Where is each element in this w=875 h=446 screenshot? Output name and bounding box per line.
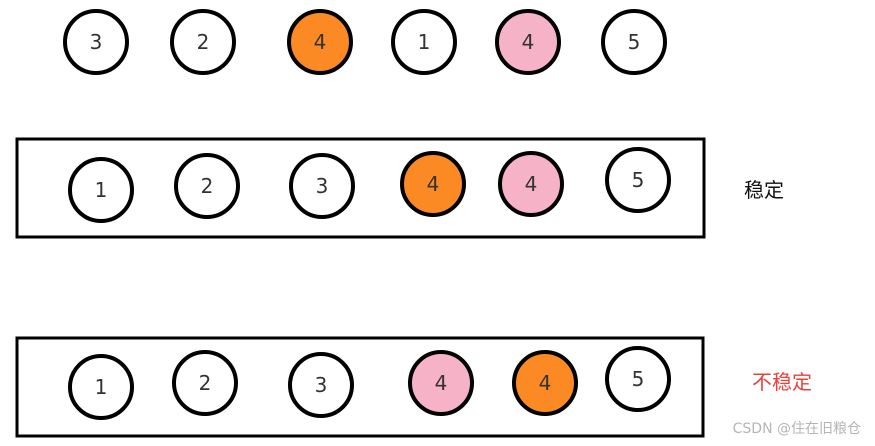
node-circle (63, 9, 129, 75)
node-label: 3 (315, 373, 328, 397)
node-circle (601, 9, 667, 75)
node-circle (400, 151, 466, 217)
node-label: 4 (522, 30, 535, 54)
node-circle (174, 153, 240, 219)
node-circle (287, 9, 353, 75)
node-circle (289, 153, 355, 219)
node-label: 4 (435, 371, 448, 395)
node-circle (170, 9, 236, 75)
node-label: 5 (628, 30, 641, 54)
node-label: 4 (314, 30, 327, 54)
node-circle (391, 9, 457, 75)
node-circle (605, 346, 671, 412)
unstable-label: 不稳定 (752, 370, 812, 394)
node-label: 4 (525, 172, 538, 196)
node-label: 5 (632, 367, 645, 391)
node-label: 2 (199, 371, 212, 395)
node-label: 4 (539, 371, 552, 395)
row-box-stable (15, 137, 706, 239)
node-circle (68, 157, 134, 223)
node-label: 2 (197, 30, 210, 54)
node-circle (512, 350, 578, 416)
node-label: 1 (418, 30, 431, 54)
node-circle (68, 354, 134, 420)
node-label: 5 (632, 168, 645, 192)
node-circle (172, 350, 238, 416)
row-stable: 1 2 3 4 4 5 (15, 137, 706, 239)
node-circle (605, 147, 671, 213)
row-box-unstable (15, 336, 705, 438)
node-label: 2 (201, 174, 214, 198)
node-label: 3 (316, 174, 329, 198)
node-label: 1 (95, 178, 108, 202)
node-circle (408, 350, 474, 416)
node-label: 3 (90, 30, 103, 54)
stable-label: 稳定 (744, 178, 784, 202)
watermark: CSDN @住在旧粮仓 (732, 421, 861, 437)
node-circle (495, 9, 561, 75)
row-original: 3 2 4 1 4 5 (63, 9, 667, 75)
node-circle (498, 151, 564, 217)
node-circle (288, 352, 354, 418)
row-unstable: 1 2 3 4 4 5 (15, 336, 705, 438)
node-label: 4 (427, 172, 440, 196)
node-label: 1 (95, 375, 108, 399)
